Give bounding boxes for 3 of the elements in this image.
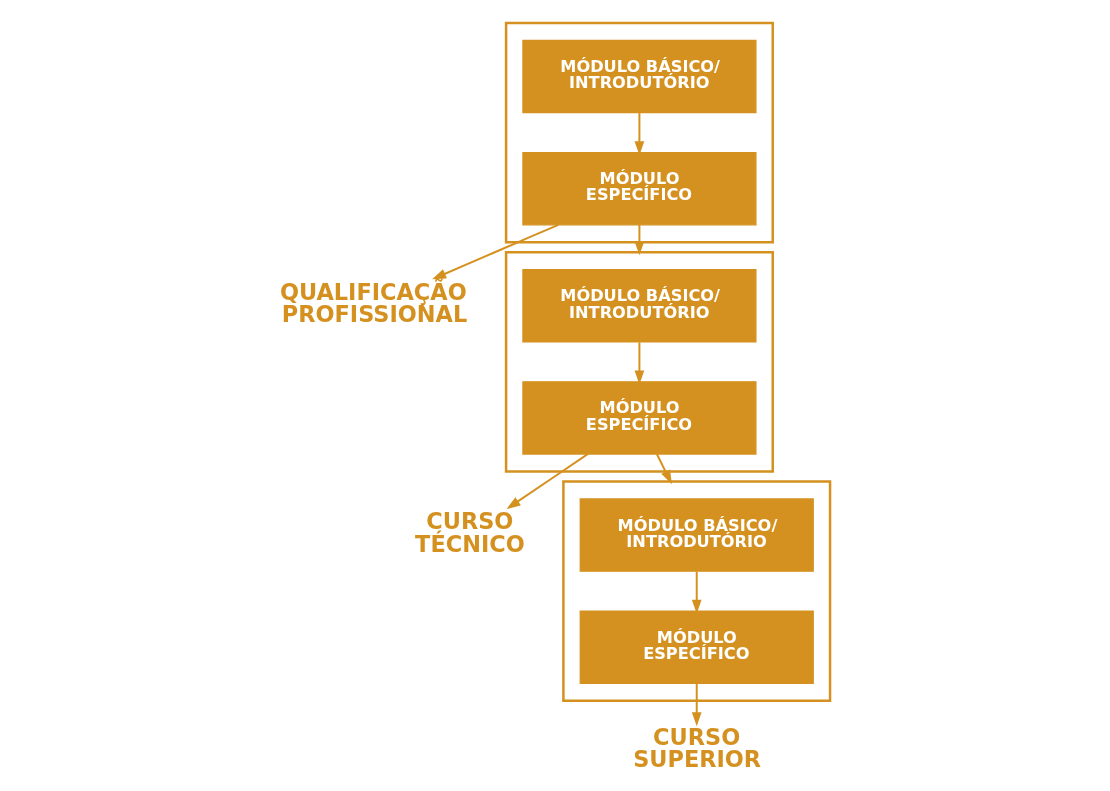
- node-text: QUALIFICAÇÃO PROFISSIONAL: [279, 279, 468, 328]
- node-text: CURSO TÉCNICO: [415, 508, 525, 557]
- node-text: CURSO SUPERIOR: [633, 723, 762, 773]
